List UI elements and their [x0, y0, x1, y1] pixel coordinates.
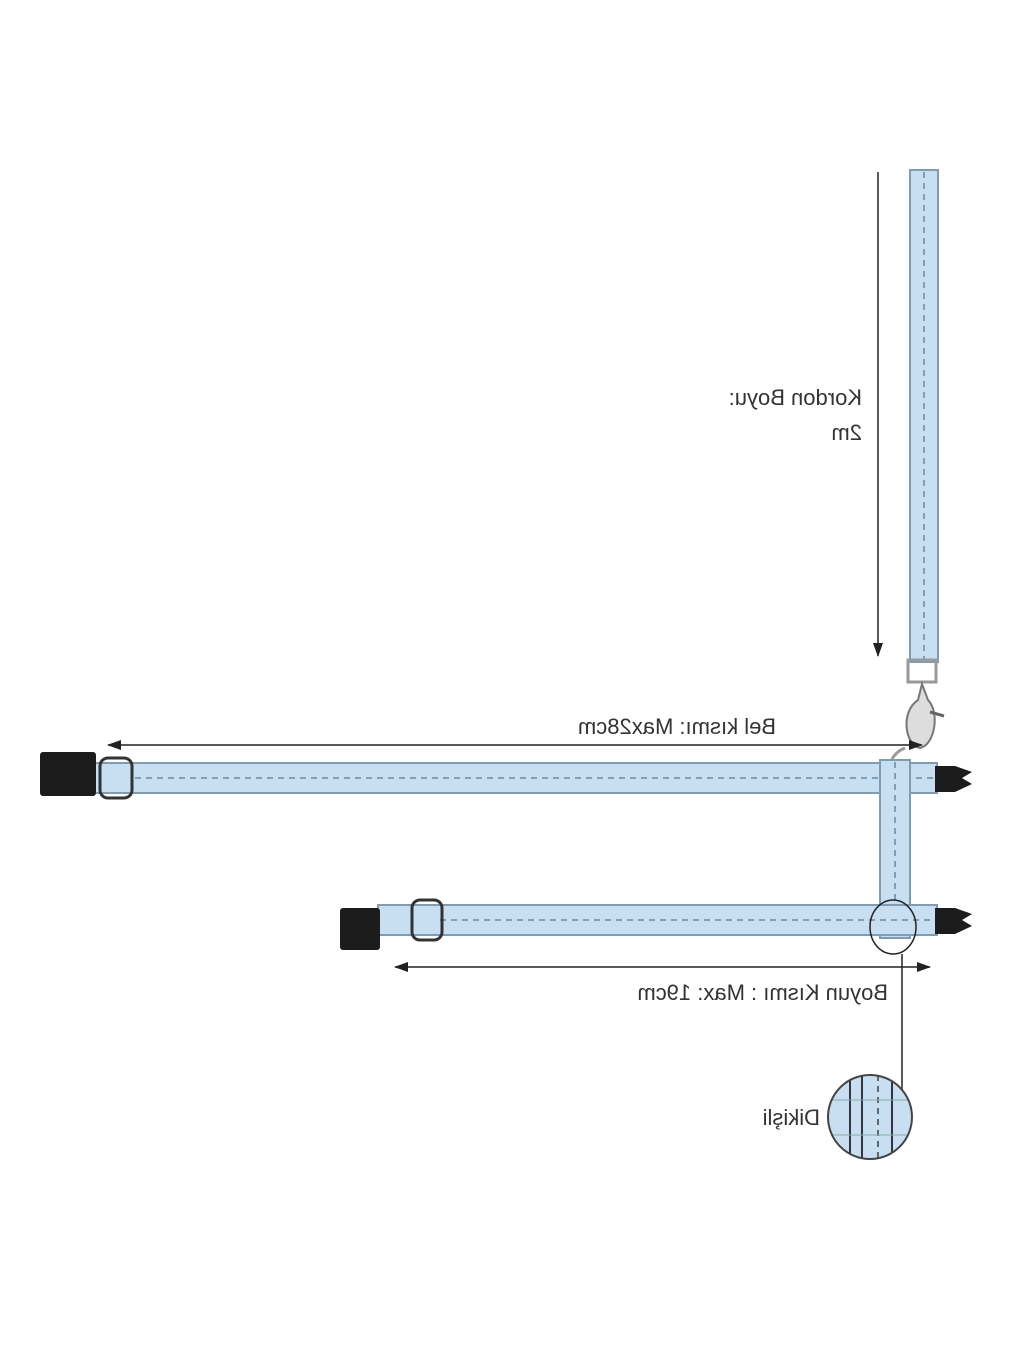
neck-strap — [377, 898, 938, 942]
slider — [98, 756, 134, 800]
stitching-magnifier — [827, 1074, 913, 1160]
stitch-highlight-circle — [869, 899, 917, 955]
slider — [410, 898, 444, 942]
waist-strap — [94, 756, 938, 800]
stitched-label: Dikişli — [763, 1105, 820, 1130]
buckle-female — [340, 908, 380, 950]
leash-strap — [909, 169, 939, 663]
leash-length-label: Kordon Boyu: — [729, 385, 862, 410]
waist-label: Bel kısmı: Max28cm — [578, 714, 776, 739]
swivel-clip — [905, 658, 945, 750]
leash-length-value: 2m — [831, 420, 862, 445]
buckle-male — [935, 766, 972, 792]
buckle-female — [40, 752, 96, 796]
buckle-male — [935, 908, 972, 934]
neck-label: Boyun Kısmı : Max: 19cm — [637, 980, 888, 1005]
